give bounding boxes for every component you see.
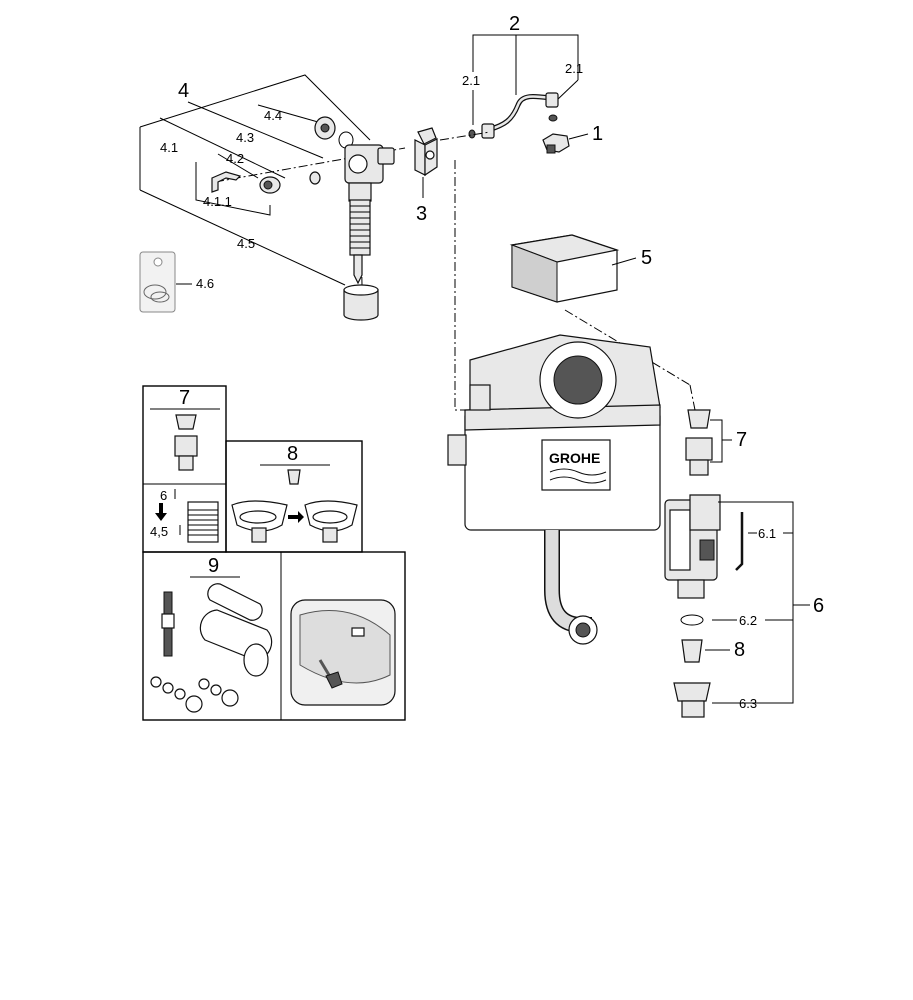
hose-group: 2 2.1 2.1 <box>439 13 583 141</box>
cone-seal-8 <box>681 639 703 663</box>
callout-4: 4 <box>178 80 189 102</box>
callout-6-1: 6.1 <box>758 526 776 541</box>
bracket-3: 3 <box>414 127 438 225</box>
callout-6-3: 6.3 <box>739 696 757 711</box>
callout-4-5: 4.5 <box>237 236 255 251</box>
inset-7-bottom-value: 4,5 <box>150 524 168 539</box>
adapter-7: 7 <box>685 409 747 476</box>
fill-valve-tube <box>349 199 371 285</box>
cover-box-5: 5 <box>509 234 691 386</box>
callout-7: 7 <box>736 429 747 451</box>
seal-6-2 <box>680 614 704 626</box>
callout-4-4: 4.4 <box>264 108 282 123</box>
inset-9-wc-interior <box>290 599 396 706</box>
callout-2-1-right: 2.1 <box>565 61 583 76</box>
inset-8-wc-after <box>304 500 358 543</box>
callout-4-3: 4.3 <box>236 130 254 145</box>
tank-brand-label: GROHE <box>549 450 600 466</box>
inset-8-arrow <box>288 511 304 523</box>
seal-2-1-right <box>548 114 558 122</box>
callout-1: 1 <box>592 123 603 145</box>
fill-valve-group: 4 4.4 4.3 4.1 4.2 4.1.1 4.5 4.6 <box>139 74 406 321</box>
cistern-tank: GROHE <box>447 334 661 645</box>
inset-9: 9 <box>142 551 406 721</box>
inset-7-height-scale <box>187 501 219 543</box>
inset-7-top-value: 6 <box>160 488 167 503</box>
callout-4-6: 4.6 <box>196 276 214 291</box>
inset-8: 8 <box>225 440 363 553</box>
callout-3: 3 <box>416 203 427 225</box>
inset-9-pipe-short <box>207 583 263 621</box>
inset-9-fixings <box>150 676 239 713</box>
accessory-bag-4-6 <box>139 251 176 313</box>
angle-valve-1: 1 <box>542 123 603 154</box>
inset-8-title: 8 <box>287 443 298 465</box>
callout-4-1-1: 4.1.1 <box>203 194 232 209</box>
callout-8: 8 <box>734 639 745 661</box>
inset-7-title: 7 <box>179 387 190 409</box>
callout-6-2: 6.2 <box>739 613 757 628</box>
callout-6: 6 <box>813 595 824 617</box>
seal-2-1-left <box>468 129 476 139</box>
callout-2-1-left: 2.1 <box>462 73 480 88</box>
flush-valve-6: 6.1 6.2 6.3 6 8 <box>664 494 824 718</box>
inset-7: 7 6 4,5 <box>142 385 227 553</box>
callout-4-2: 4.2 <box>226 151 244 166</box>
clip-4-1 <box>211 171 242 193</box>
callout-2: 2 <box>509 13 520 35</box>
float-4-5 <box>343 284 379 321</box>
inset-9-title: 9 <box>208 555 219 577</box>
washer-4-3 <box>309 171 321 185</box>
callout-5: 5 <box>641 247 652 269</box>
inset-8-wc-before <box>231 500 288 543</box>
callout-4-1: 4.1 <box>160 140 178 155</box>
outlet-6-3 <box>673 682 711 702</box>
